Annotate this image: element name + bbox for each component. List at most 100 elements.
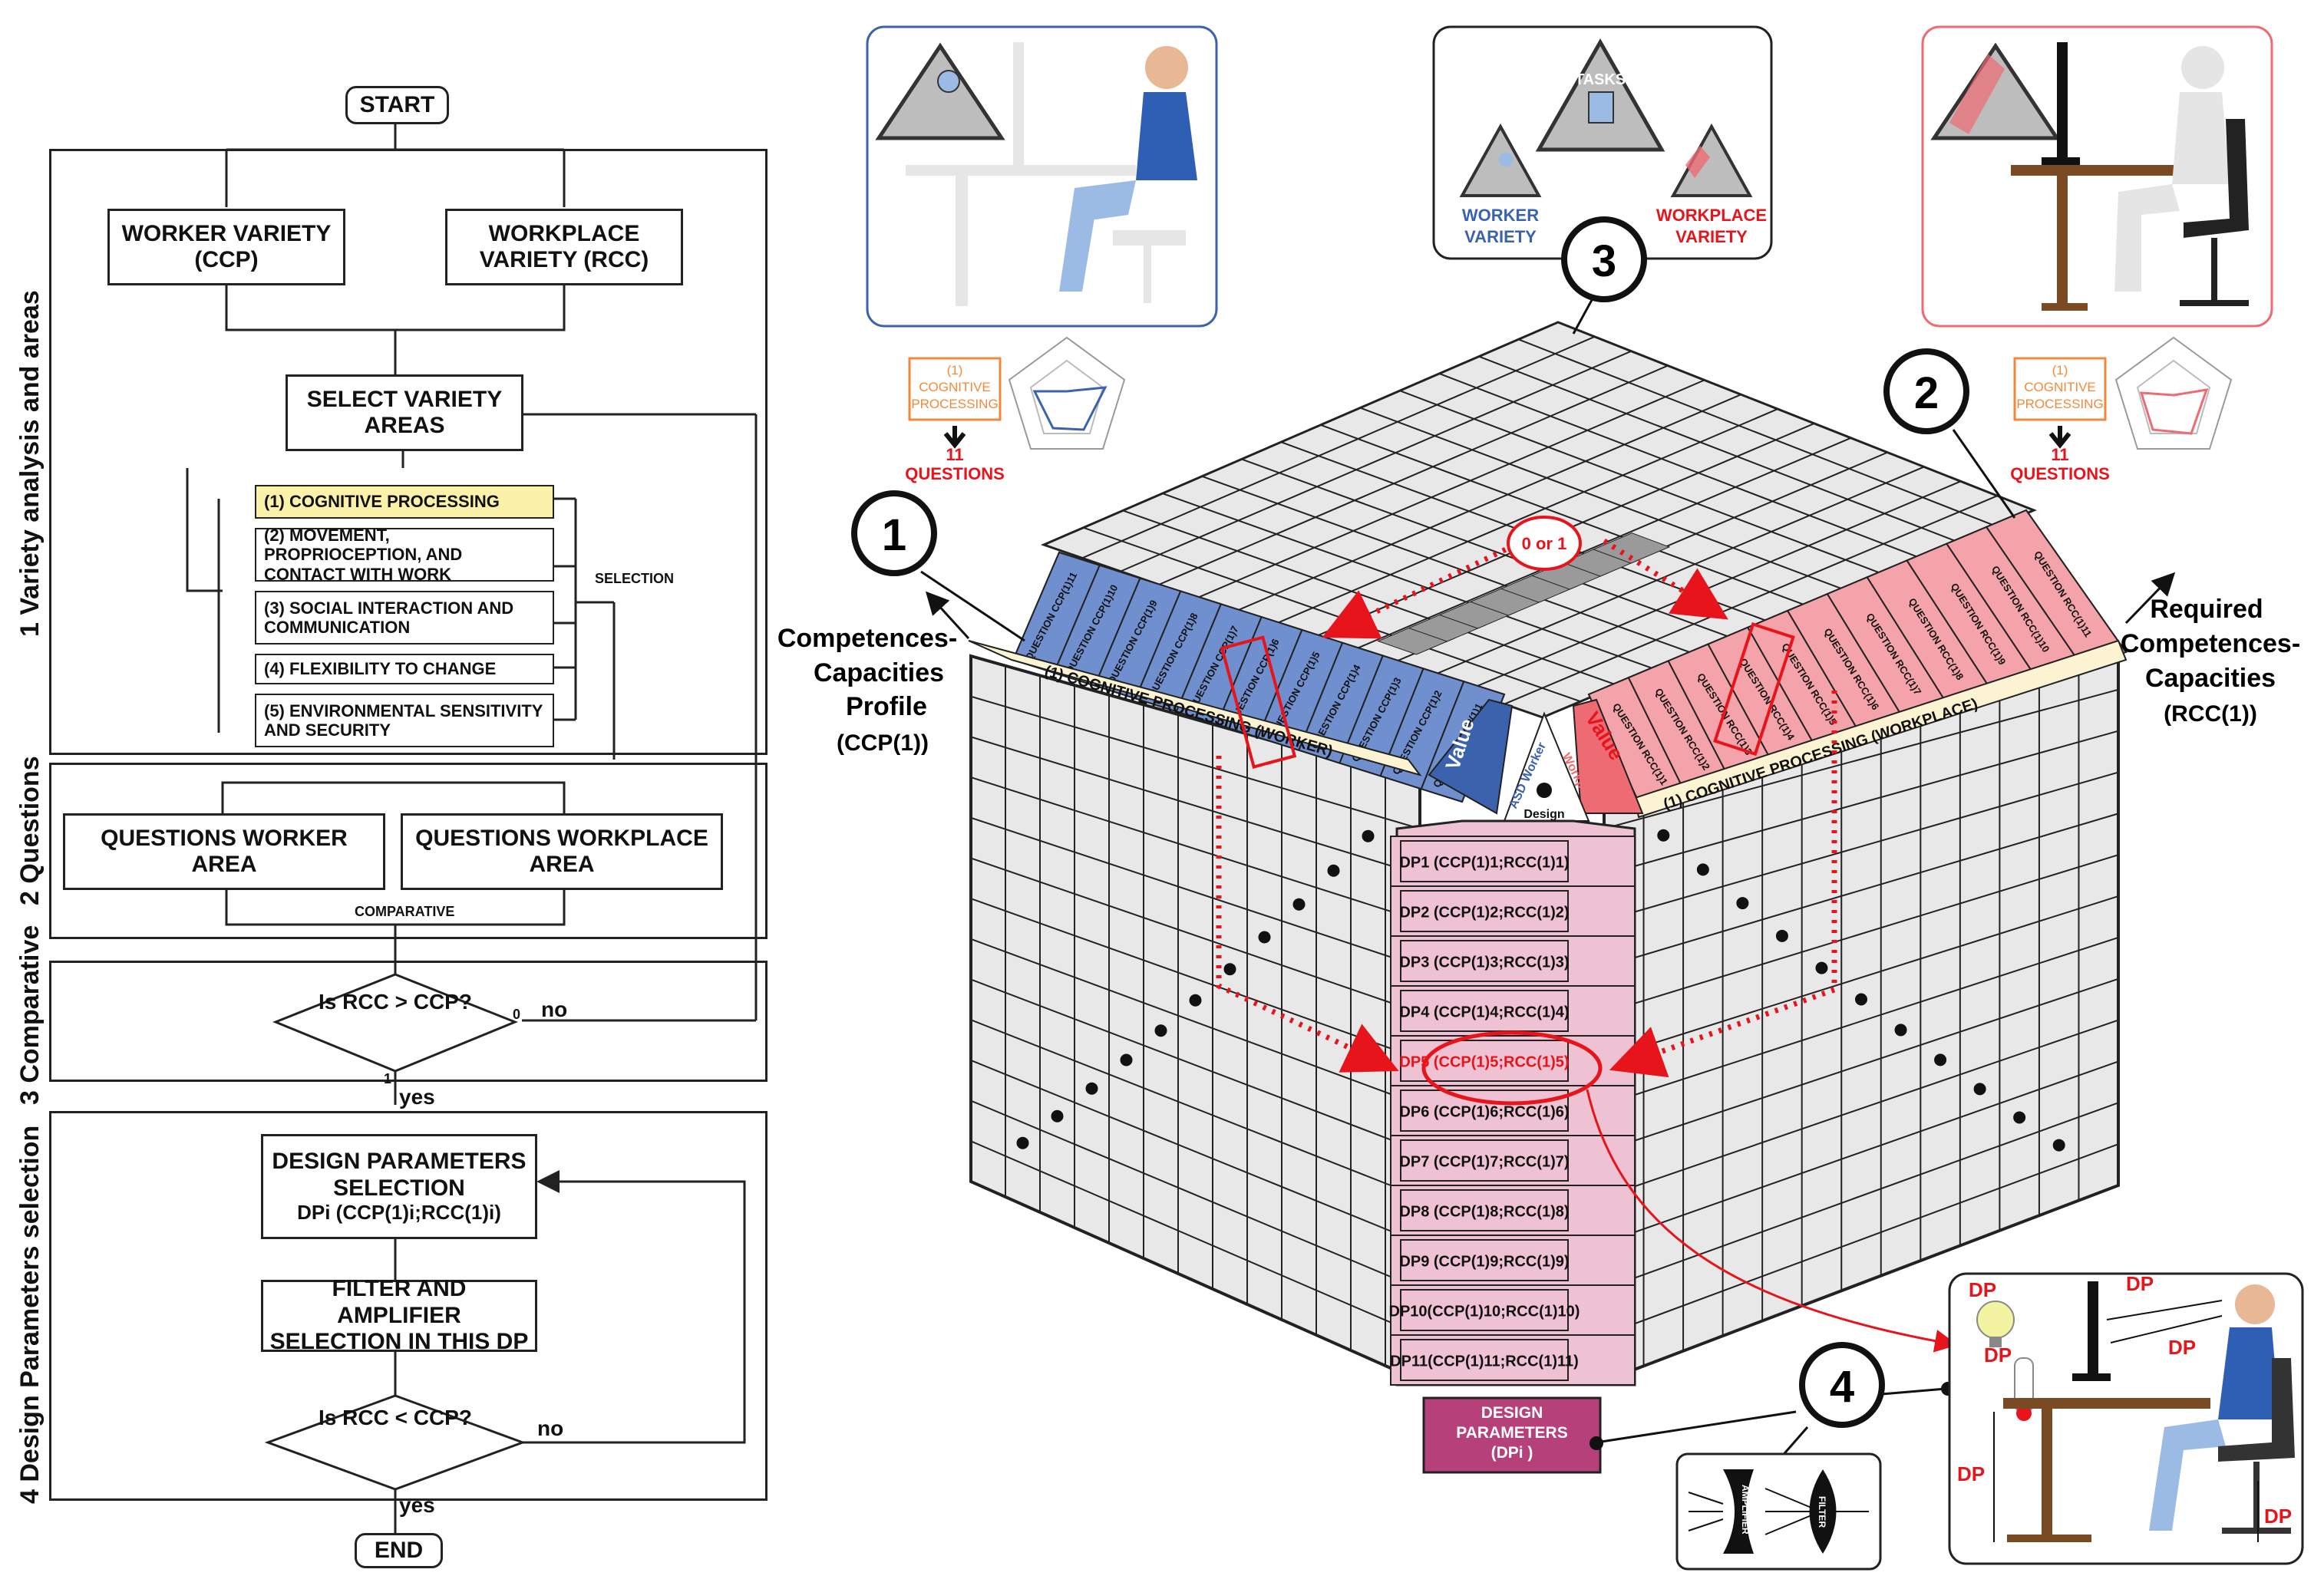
left-grid-line <box>970 736 1421 875</box>
right-area-line-3: PROCESSING <box>2016 397 2103 411</box>
left-down-arrow-icon <box>943 426 966 449</box>
top-grid-line <box>1162 493 1657 671</box>
dp-row-label-box <box>1400 1040 1569 1082</box>
right-grid-line <box>1603 688 2119 829</box>
top-grid-line <box>1439 372 1921 559</box>
dp-tag-5: DP <box>1957 1462 1985 1485</box>
dp-row-label-box <box>1400 1239 1569 1281</box>
dp-selection-formula: DPi (CCP(1)i;RCC(1)i) <box>297 1201 501 1225</box>
left-grid-line <box>970 1059 1421 1244</box>
left-area-line-1: (1) <box>947 363 963 377</box>
thermometer-icon <box>2014 1357 2034 1421</box>
left-radar-chart-icon <box>1008 336 1126 450</box>
right-grid-line <box>1603 1102 2119 1290</box>
top-highlight-cell <box>1592 532 1671 564</box>
flowchart-connectors <box>186 123 758 1533</box>
dp-row-label: DP3 (CCP(1)3;RCC(1)3) <box>1399 954 1569 971</box>
workplace-desk-icon <box>2011 42 2249 311</box>
corner-dot-icon <box>1537 783 1552 798</box>
decision-1-yes: yes <box>399 1085 435 1109</box>
decision-1-one: 1 <box>384 1071 392 1086</box>
dp-row-label: DP11(CCP(1)11;RCC(1)11) <box>1390 1353 1579 1370</box>
worker-band <box>968 640 1422 776</box>
decision-1-zero: 0 <box>513 1007 521 1022</box>
dp-row-label: DP6 (CCP(1)6;RCC(1)6) <box>1399 1104 1569 1121</box>
top-grid-line <box>1120 350 1632 572</box>
right-grid-line <box>1603 813 2119 968</box>
workplace-illustration-card <box>1921 25 2273 328</box>
dp-tag-3: DP <box>1984 1343 2012 1366</box>
right-area-line-2: COGNITIVE <box>2024 380 2096 394</box>
left-grid-line <box>970 857 1421 1014</box>
decision-2 <box>265 1394 526 1491</box>
section-frame-questions <box>49 763 768 939</box>
left-grid-line <box>970 938 1421 1106</box>
decision-2-yes: yes <box>399 1493 435 1517</box>
callout-four-label: 4 <box>1830 1362 1854 1412</box>
rcc-label-line-4: (RCC(1)) <box>2164 701 2257 727</box>
comparative-label: COMPARATIVE <box>355 904 455 919</box>
dp-row-label-box <box>1400 990 1569 1032</box>
dp-tag-6: DP <box>2264 1505 2292 1528</box>
workplace-variety-box: WORKPLACE VARIETY (RCC) <box>445 209 683 285</box>
worker-variety-triangle-icon <box>1459 123 1542 197</box>
dp-row-label: DP9 (CCP(1)9;RCC(1)9) <box>1399 1254 1569 1271</box>
section-frame-dp-selection <box>49 1111 768 1501</box>
worker-triangle-icon <box>875 42 1005 140</box>
dp-row-label: DP4 (CCP(1)4;RCC(1)4) <box>1399 1004 1569 1021</box>
top-grid-line <box>1359 407 1846 591</box>
dp-row-label: DP5 (CCP(1)5;RCC(1)5) <box>1399 1054 1569 1071</box>
worker-illustration-card <box>866 25 1218 328</box>
ccp-label-line-4: (CCP(1)) <box>837 730 929 756</box>
value-worker-panel <box>1428 698 1514 815</box>
section-frame-comparative <box>49 961 768 1082</box>
value-workplace-panel <box>1572 698 1644 814</box>
left-area-callout: (1) COGNITIVE PROCESSING 11 QUESTIONS <box>905 357 1005 483</box>
right-count: 11 <box>2051 445 2068 464</box>
right-area-callout: (1) COGNITIVE PROCESSING 11 QUESTIONS <box>2010 357 2110 483</box>
decision-2-no: no <box>537 1416 564 1440</box>
right-response-dot <box>1855 993 1867 1006</box>
selection-label: SELECTION <box>595 571 675 586</box>
filter-label: FILTER <box>1817 1496 1827 1528</box>
right-grid-line <box>1603 771 2119 921</box>
worker-person-icon <box>906 42 1197 306</box>
right-grid-line <box>1603 895 2119 1060</box>
comparison-paths <box>1216 538 1837 1078</box>
area-item-environment: (5) ENVIRONMENTAL SENSITIVITY AND SECURI… <box>255 694 554 747</box>
left-grid-line <box>970 695 1421 829</box>
dp-row-label-box <box>1400 1189 1569 1231</box>
design-parameters-line-1: DESIGN <box>1481 1404 1543 1422</box>
callout-two: 2 <box>1883 348 2016 519</box>
right-grid-line <box>1603 730 2119 875</box>
design-parameters-box <box>1422 1396 1602 1474</box>
top-grid-line <box>1504 495 1998 705</box>
workplace-variety-caption-2: VARIETY <box>1675 227 1748 246</box>
zero-or-one-label: 0 or 1 <box>1522 534 1567 553</box>
callout-one-label: 1 <box>882 510 906 560</box>
decision-1-text: Is RCC > CCP? <box>319 990 472 1014</box>
right-response-dot <box>1815 961 1828 974</box>
dp-row-label-box <box>1400 840 1569 882</box>
ccp-label-line-2: Capacities <box>814 658 944 687</box>
left-response-dot <box>1189 994 1202 1007</box>
dp-row-label-box <box>1400 940 1569 982</box>
worker-question-highlight <box>1220 635 1297 769</box>
dp-selection-title: DESIGN PARAMETERS SELECTION <box>272 1149 527 1201</box>
dp-desk-scene-icon <box>2003 1281 2295 1542</box>
dp-row-label: DP2 (CCP(1)2;RCC(1)2) <box>1399 905 1569 921</box>
gaze-lines <box>2106 1300 2223 1343</box>
design-parameters-line-2: PARAMETERS <box>1456 1424 1567 1442</box>
left-response-dot <box>1154 1024 1167 1037</box>
right-area-line-1: (1) <box>2052 363 2068 377</box>
rcc-arrow-icon <box>2124 572 2176 625</box>
section-frame-variety <box>49 149 768 755</box>
callout-three-label: 3 <box>1592 236 1616 286</box>
dp-tag-2: DP <box>2126 1272 2154 1295</box>
left-response-dot <box>1223 963 1236 976</box>
right-grid-line <box>1603 1060 2119 1244</box>
top-grid-line <box>1273 408 1778 625</box>
workplace-question-highlight <box>1713 622 1795 757</box>
